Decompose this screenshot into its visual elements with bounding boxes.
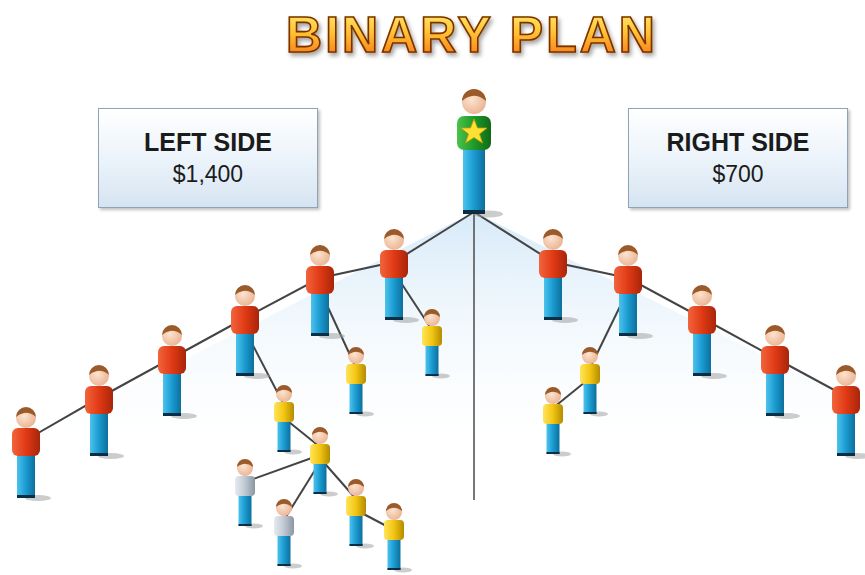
figure-head <box>462 90 486 114</box>
red-member <box>761 325 800 419</box>
yellow-member <box>346 347 374 417</box>
silver-member <box>274 499 302 569</box>
yellow-member <box>346 479 374 549</box>
figure-legs <box>463 146 485 214</box>
silver-member <box>235 459 263 529</box>
red-member <box>380 229 419 323</box>
red-member <box>832 365 865 459</box>
divider-line <box>473 214 475 500</box>
right-shading <box>474 212 849 470</box>
diagram-title: BINARY PLAN <box>286 8 658 63</box>
downline-links <box>26 212 849 530</box>
red-member <box>539 229 578 323</box>
yellow-member <box>580 347 608 417</box>
red-member <box>306 245 345 339</box>
box-amount: $1,400 <box>173 159 243 190</box>
yellow-member <box>274 385 302 455</box>
red-member <box>85 365 124 459</box>
red-member <box>158 325 197 419</box>
amount-box: RIGHT SIDE$700 <box>628 108 848 208</box>
red-member <box>12 407 51 501</box>
amount-box: LEFT SIDE$1,400 <box>98 108 318 208</box>
figure-shirt <box>457 116 491 150</box>
yellow-member <box>543 387 571 457</box>
red-member <box>614 245 653 339</box>
yellow-member <box>422 309 450 379</box>
red-member <box>231 285 270 379</box>
figure-hair <box>462 89 486 101</box>
left-shading <box>26 212 474 470</box>
sponsor-figure <box>457 89 503 218</box>
right-leg-line <box>474 212 849 398</box>
figure-feet <box>463 210 485 214</box>
box-amount: $700 <box>712 159 763 190</box>
yellow-member <box>310 427 338 497</box>
red-member <box>688 285 727 379</box>
branch-line <box>245 455 320 482</box>
yellow-member <box>384 503 412 573</box>
box-heading: RIGHT SIDE <box>666 126 809 159</box>
star-badge <box>461 119 487 143</box>
box-heading: LEFT SIDE <box>144 126 272 159</box>
